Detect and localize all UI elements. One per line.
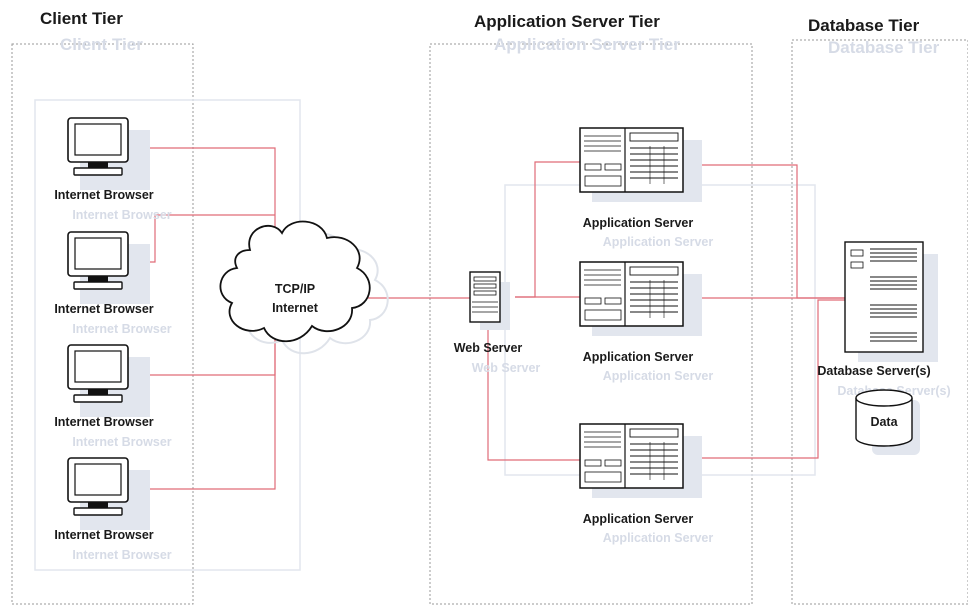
database-server: Database Server(s) Database Server(s): [817, 241, 951, 398]
database-server-icon: [844, 241, 924, 353]
database-tier-boundary: [791, 39, 968, 605]
server-rack-icon: [579, 127, 684, 193]
application-tier-title-ghost: Application Server Tier: [494, 35, 680, 54]
browser-4-link: [130, 330, 276, 490]
monitor-icon: [67, 117, 129, 176]
internet-cloud: TCP/IP Internet: [219, 220, 389, 355]
application-server-label-ghost: Application Server: [603, 235, 714, 249]
client-tier-title: Client Tier: [40, 9, 123, 28]
application-server-label: Application Server: [583, 512, 694, 526]
browser-label: Internet Browser: [54, 528, 153, 542]
browser-label-ghost: Internet Browser: [72, 322, 171, 336]
data-store-label: Data: [870, 415, 898, 429]
application-tier-title: Application Server Tier: [474, 12, 660, 31]
app-3-to-db-link: [683, 299, 845, 459]
server-rack-icon: [579, 261, 684, 327]
browser-label-ghost: Internet Browser: [72, 208, 171, 222]
application-tier-boundary: [429, 43, 753, 605]
web-server-label-ghost: Web Server: [472, 361, 541, 375]
application-server-label-ghost: Application Server: [603, 531, 714, 545]
web-server-icon: [469, 271, 501, 323]
browser-label-ghost: Internet Browser: [72, 548, 171, 562]
server-rack-icon: [579, 423, 684, 489]
network-label-line2: Internet: [272, 301, 319, 315]
cloud-icon: [219, 220, 371, 343]
web-server-label: Web Server: [454, 341, 523, 355]
database-server-label: Database Server(s): [817, 364, 930, 378]
monitor-icon: [67, 231, 129, 290]
browser-label-ghost: Internet Browser: [72, 435, 171, 449]
browser-label: Internet Browser: [54, 302, 153, 316]
web-to-app-1-link: [515, 161, 580, 298]
database-tier-title: Database Tier: [808, 16, 920, 35]
client-tier-boundary: [11, 43, 194, 605]
browser-label: Internet Browser: [54, 415, 153, 429]
data-store: Data: [855, 389, 920, 455]
application-server-label: Application Server: [583, 350, 694, 364]
database-cylinder-icon: [855, 398, 913, 447]
network-label-line1: TCP/IP: [275, 282, 315, 296]
browser-label: Internet Browser: [54, 188, 153, 202]
application-server-label: Application Server: [583, 216, 694, 230]
monitor-icon: [67, 457, 129, 516]
monitor-icon: [67, 344, 129, 403]
web-to-app-3-link: [487, 325, 580, 461]
client-tier-title-ghost: Client Tier: [60, 35, 143, 54]
application-server-label-ghost: Application Server: [603, 369, 714, 383]
web-server: Web Server Web Server: [454, 271, 541, 375]
database-tier-title-ghost: Database Tier: [828, 38, 940, 57]
